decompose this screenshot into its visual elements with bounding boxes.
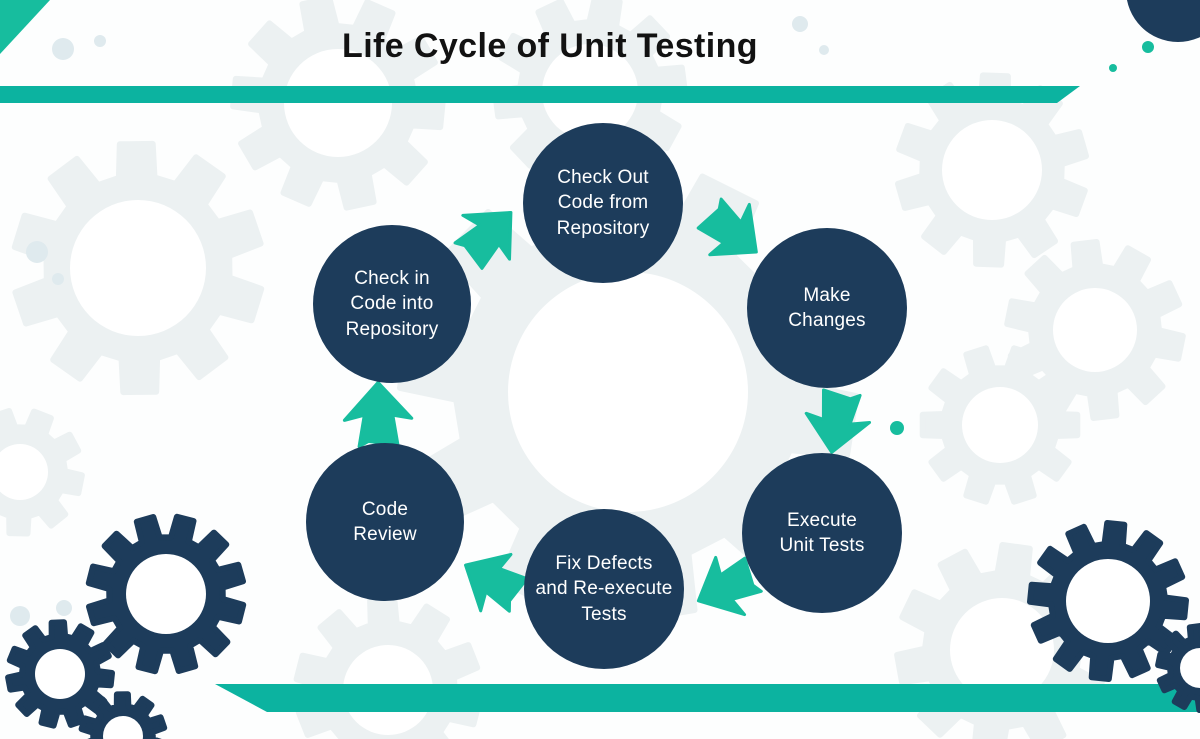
node-check-out-code: Check Out Code from Repository (523, 123, 683, 283)
node-label: Check in Code into Repository (345, 267, 439, 340)
light-background-gear-icon (397, 161, 859, 623)
decor-teal-dot (1142, 41, 1154, 53)
top-right-navy-blob (1126, 0, 1200, 42)
light-background-gear-icon (230, 0, 446, 211)
arrow-fix-defects-to-code-review-icon (464, 552, 529, 613)
decor-dot (10, 606, 30, 626)
decor-dot (52, 38, 74, 60)
decor-teal-dot (1109, 64, 1117, 72)
decor-teal-dot (890, 421, 904, 435)
arrow-make-changes-to-execute-icon (804, 388, 872, 454)
page-title: Life Cycle of Unit Testing (342, 27, 758, 65)
navy-gear-icon (85, 513, 247, 675)
arrow-code-review-to-check-in-icon (342, 380, 414, 449)
decor-dot (792, 16, 808, 32)
light-background-gear-icon (0, 408, 85, 537)
light-background-gear-icon (11, 140, 265, 396)
node-execute-unit-tests: Execute Unit Tests (742, 453, 902, 613)
bottom-accent-bar (215, 684, 1200, 712)
light-background-gear-icon (293, 595, 483, 739)
node-label: Code Review (353, 498, 417, 545)
node-label: Execute Unit Tests (779, 509, 865, 556)
arrow-check-in-to-check-out-icon (453, 210, 513, 270)
top-left-teal-wedge (0, 0, 50, 54)
arrow-execute-to-fix-defects-icon (696, 555, 763, 617)
light-background-gear-icon (895, 72, 1089, 268)
top-accent-bar (0, 86, 1080, 103)
navy-gear-icon (1155, 623, 1200, 713)
arrow-check-out-to-make-changes-icon (696, 197, 758, 257)
decor-dot (94, 35, 106, 47)
decor-dot (819, 45, 829, 55)
navy-gear-icon (1027, 520, 1189, 682)
light-background-gear-icon (919, 345, 1081, 505)
node-code-review: Code Review (306, 443, 464, 601)
navy-gear-icon (78, 691, 168, 739)
node-label: Fix Defects and Re-execute Tests (535, 552, 673, 625)
decor-dot (26, 241, 48, 263)
node-label: Make Changes (788, 284, 866, 331)
node-fix-defects: Fix Defects and Re-execute Tests (524, 509, 684, 669)
decor-dot (56, 600, 72, 616)
node-label: Check Out Code from Repository (556, 166, 650, 239)
decor-dot (52, 273, 64, 285)
node-check-in-code: Check in Code into Repository (313, 225, 471, 383)
navy-gear-icon (5, 619, 115, 729)
node-make-changes: Make Changes (747, 228, 907, 388)
